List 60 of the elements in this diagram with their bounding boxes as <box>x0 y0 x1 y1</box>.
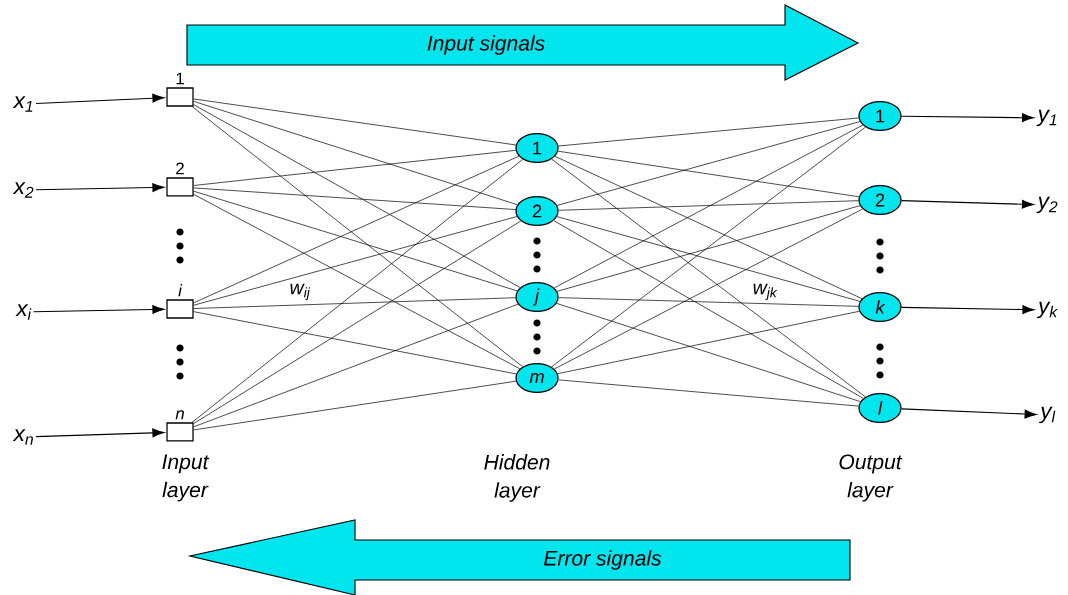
node-label: 2 <box>176 162 184 175</box>
signal-label: x$_{n}$ <box>12 429 33 445</box>
arrow <box>32 305 165 314</box>
connection-line <box>193 216 518 306</box>
signal-label: y$_{1}$ <box>1036 109 1057 127</box>
arrow <box>35 183 165 192</box>
connection-line <box>191 158 524 423</box>
layer-label: Output layer <box>839 454 903 502</box>
connection-line <box>193 220 522 424</box>
connection-line <box>556 121 861 206</box>
signal-label: x$_{i}$ <box>15 304 32 320</box>
signal-label: y$_{k}$ <box>1036 301 1058 319</box>
input-box: n <box>166 410 194 442</box>
connection-line <box>193 193 521 370</box>
connection-line <box>554 208 863 370</box>
connection-line <box>557 310 860 375</box>
connection-line <box>556 205 861 292</box>
arrow <box>901 305 1035 314</box>
weight-label: w$_{ij}$ <box>290 283 311 301</box>
connection-line <box>193 303 519 428</box>
connection-line <box>551 158 866 398</box>
connection-line <box>193 190 518 292</box>
connection-line <box>553 220 864 399</box>
signal-label: y$_{2}$ <box>1036 196 1058 214</box>
arrow <box>35 428 165 438</box>
connection-line <box>558 200 859 211</box>
connection-line <box>191 106 524 368</box>
input-box: i <box>166 284 194 319</box>
signal-label: x$_{2}$ <box>12 182 34 198</box>
connection-line <box>558 117 859 147</box>
connection-line <box>193 297 516 309</box>
connection-line <box>193 150 516 186</box>
connection-line <box>554 156 863 299</box>
connection-line <box>193 155 520 304</box>
node-label: i <box>178 284 183 297</box>
layer-label: Input layer <box>162 454 210 502</box>
signal-label: x$_{1}$ <box>12 96 33 112</box>
connection-line <box>557 150 860 198</box>
connection-line <box>193 98 517 146</box>
connection-line <box>558 297 859 307</box>
arrow <box>901 408 1037 419</box>
connection-line <box>556 216 861 302</box>
connection-line <box>558 379 859 407</box>
connection-line <box>551 126 866 368</box>
connection-line <box>193 101 518 206</box>
node-label: 1 <box>176 72 184 85</box>
connection-line <box>193 311 517 375</box>
signal-label: y$_{l}$ <box>1039 406 1056 424</box>
arrow <box>35 93 165 104</box>
connection-line <box>193 104 521 288</box>
layer-label: Hidden layer <box>484 454 550 502</box>
connection-line <box>193 187 516 210</box>
arrow <box>901 199 1034 209</box>
connection-line <box>556 303 861 402</box>
weight-label: w$_{jk}$ <box>753 283 778 301</box>
node-label: n <box>175 410 184 420</box>
input-box: 2 <box>166 162 194 197</box>
connection-line <box>553 124 864 289</box>
connection-line <box>193 380 517 431</box>
arrow <box>901 113 1034 123</box>
